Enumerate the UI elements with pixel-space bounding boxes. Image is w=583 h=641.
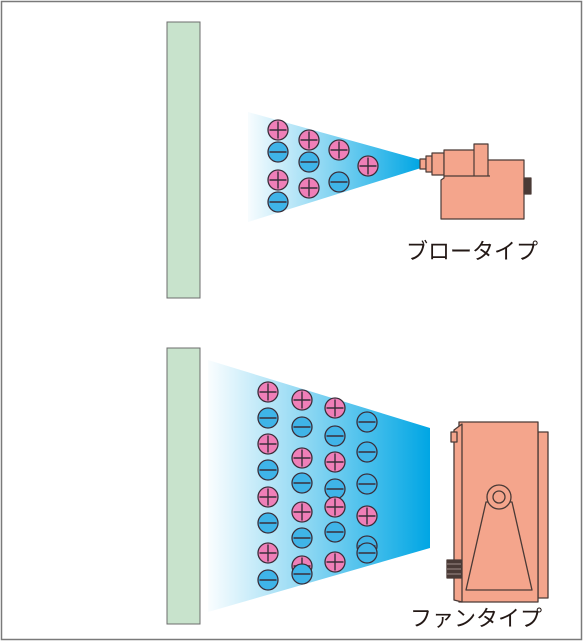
fan-type-label: ファンタイプ xyxy=(410,607,542,632)
positive-ion-icon xyxy=(298,129,320,151)
negative-ion-icon xyxy=(356,542,378,564)
negative-ion-icon xyxy=(324,425,346,447)
negative-ion-icon xyxy=(298,151,320,173)
positive-ion-icon xyxy=(257,433,279,455)
fan-type-ionizer xyxy=(446,421,549,603)
positive-ion-icon xyxy=(357,155,379,177)
blow-ion-cloud xyxy=(267,119,379,213)
positive-ion-icon xyxy=(267,169,289,191)
positive-ion-icon xyxy=(257,542,279,564)
positive-ion-icon xyxy=(298,177,320,199)
blow-body xyxy=(440,143,525,220)
positive-ion-icon xyxy=(257,486,279,508)
positive-ion-icon xyxy=(356,505,378,527)
negative-ion-icon xyxy=(356,441,378,463)
negative-ion-icon xyxy=(291,416,313,438)
negative-ion-icon xyxy=(324,478,346,500)
positive-ion-icon xyxy=(291,389,313,411)
negative-ion-icon xyxy=(356,411,378,433)
blow-air-stream xyxy=(248,112,421,222)
negative-ion-icon xyxy=(267,191,289,213)
blow-nozzle xyxy=(419,158,427,170)
positive-ion-icon xyxy=(291,501,313,523)
negative-ion-icon xyxy=(324,521,346,543)
target-plate-top xyxy=(166,21,201,299)
positive-ion-icon xyxy=(324,397,346,419)
positive-ion-icon xyxy=(324,451,346,473)
blow-type-ionizer xyxy=(419,143,532,220)
negative-ion-icon xyxy=(267,141,289,163)
negative-ion-icon xyxy=(291,527,313,549)
negative-ion-icon xyxy=(257,407,279,429)
positive-ion-icon xyxy=(267,119,289,141)
blow-type-label: ブロータイプ xyxy=(406,240,538,265)
target-plate-bottom xyxy=(166,347,201,625)
negative-ion-icon xyxy=(291,472,313,494)
negative-ion-icon xyxy=(257,569,279,591)
positive-ion-icon xyxy=(324,551,346,573)
fan-ion-cloud xyxy=(257,381,378,591)
negative-ion-icon xyxy=(356,473,378,495)
positive-ion-icon xyxy=(324,496,346,518)
negative-ion-icon xyxy=(291,563,313,585)
positive-ion-icon xyxy=(257,381,279,403)
positive-ion-icon xyxy=(291,447,313,469)
negative-ion-icon xyxy=(257,512,279,534)
negative-ion-icon xyxy=(328,171,350,193)
positive-ion-icon xyxy=(328,139,350,161)
negative-ion-icon xyxy=(257,459,279,481)
